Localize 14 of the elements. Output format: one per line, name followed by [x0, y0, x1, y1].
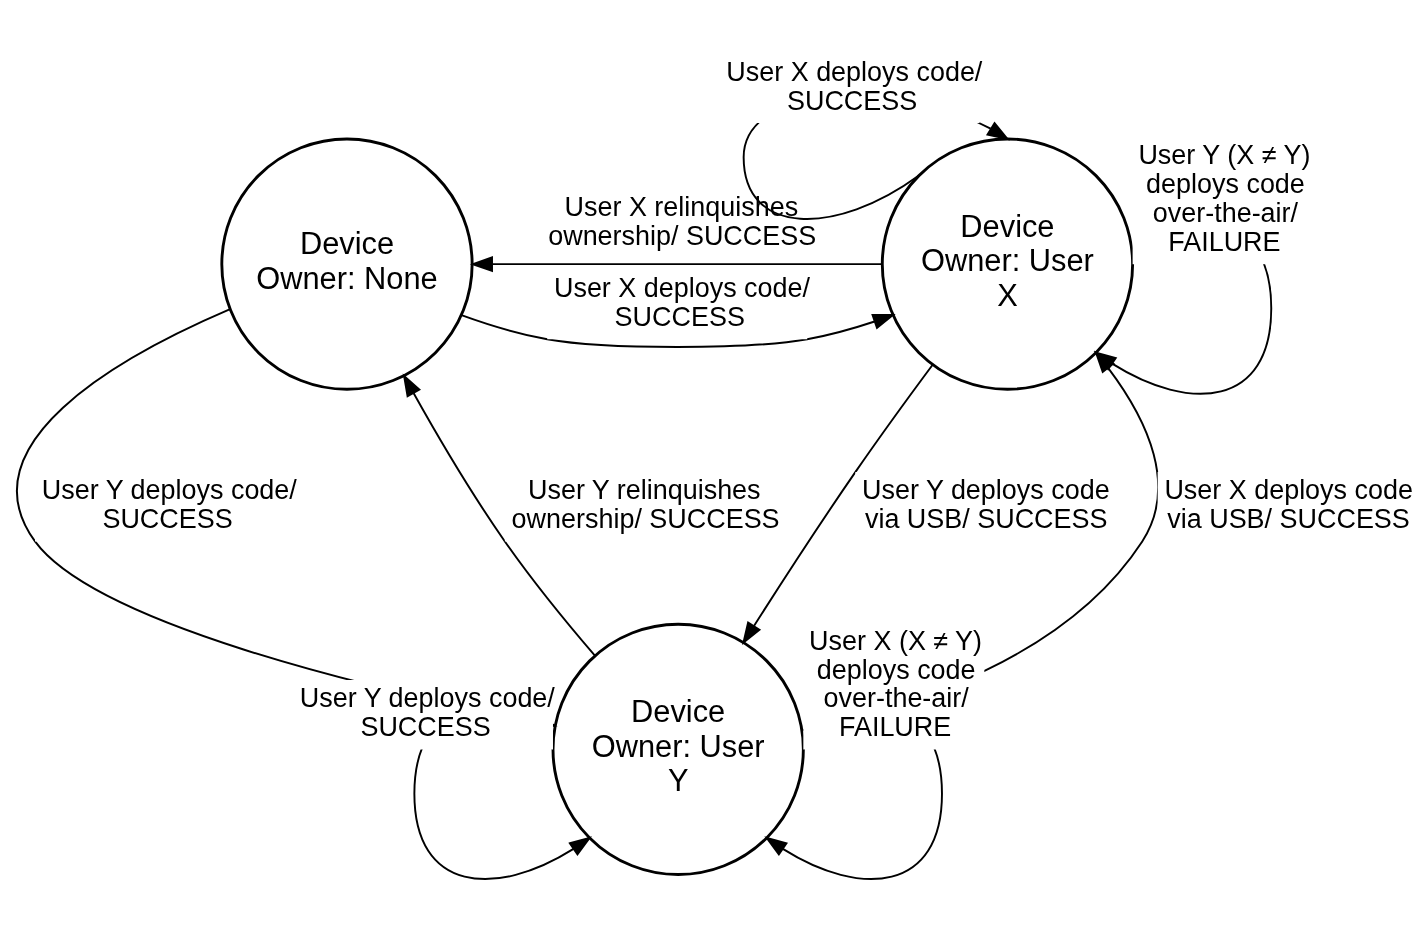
edge-label: User Y (X ≠ Y) deploys code over-the-air/ FAILURE [1138, 139, 1311, 257]
edge-label: User Y deploys code via USB/ SUCCESS [862, 474, 1110, 534]
edge-label: User Y deploys code/ SUCCESS [41, 474, 297, 534]
arrow [741, 363, 934, 645]
edge-label: User X deploys code/ SUCCESS [726, 56, 983, 116]
node-circle: Device Owner: User X [880, 137, 1135, 391]
edge-label: User X deploys code via USB/ SUCCESS [1164, 474, 1413, 534]
arrow [469, 255, 884, 272]
arrow [460, 313, 896, 348]
arrow [402, 373, 596, 656]
node-circle: Device Owner: None [220, 137, 474, 391]
edge-label: User X deploys code/ SUCCESS [553, 272, 811, 332]
edge-label: User X (X ≠ Y) deploys code over-the-air/ FAILURE [809, 625, 983, 742]
edge-label: User Y relinquishes ownership/ SUCCESS [511, 474, 780, 534]
